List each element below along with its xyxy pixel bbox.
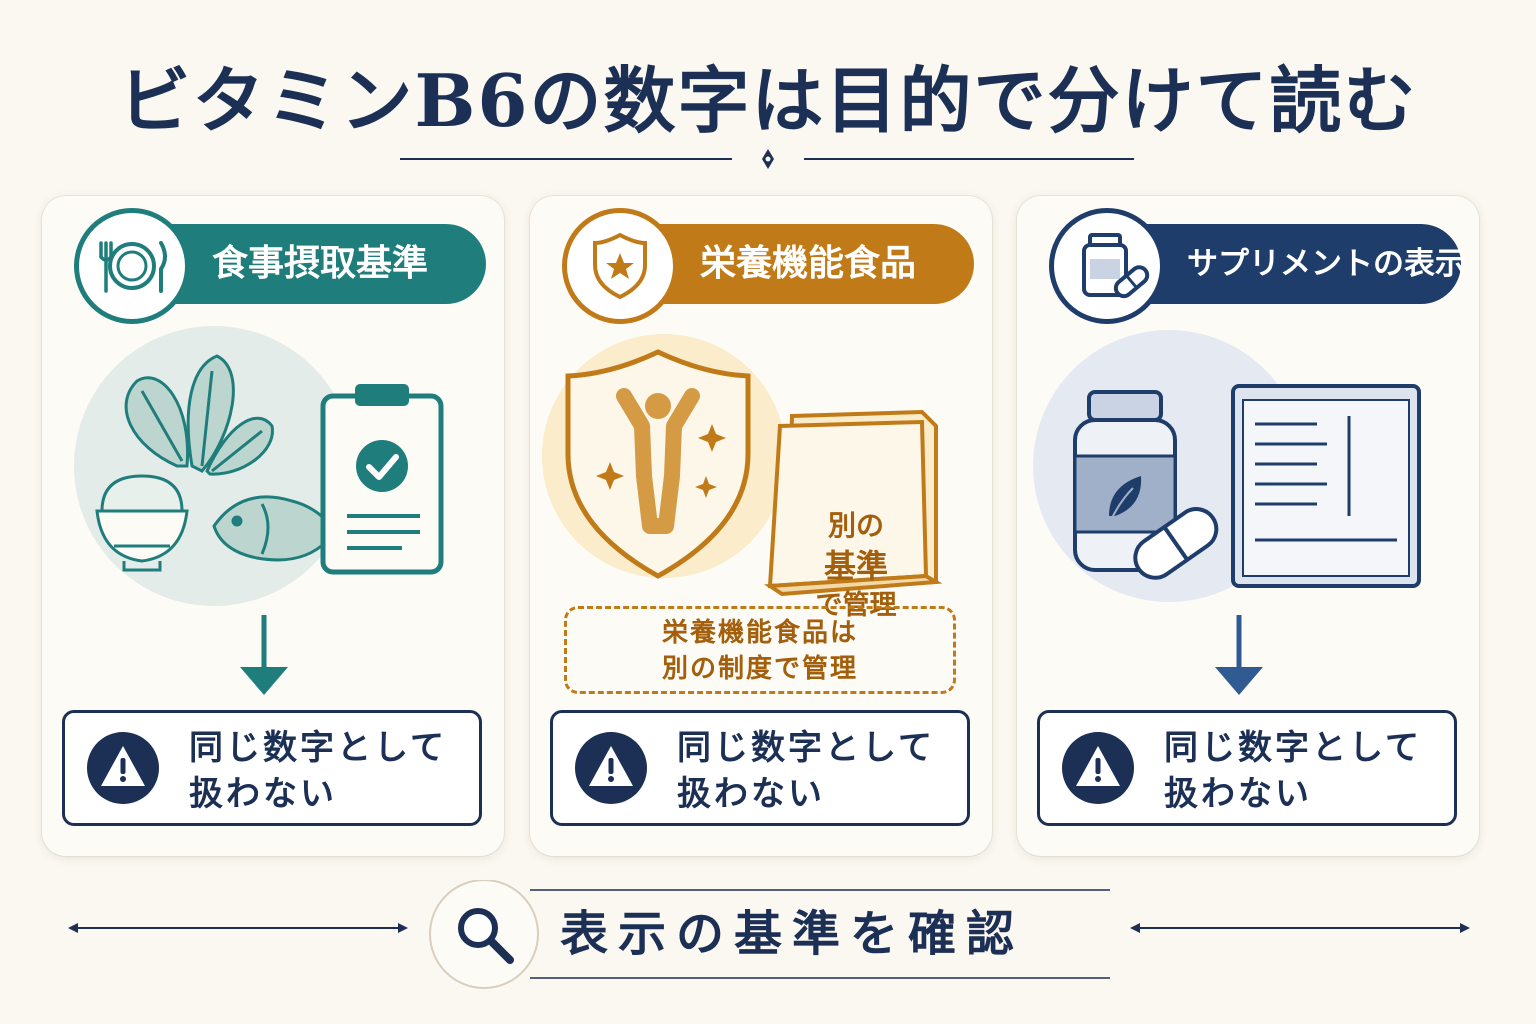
card-label: サプリメントの表示 [1123,224,1466,304]
supplement-illustration [1017,326,1479,616]
dietary-illustration [42,326,504,616]
warning-line-1: 同じ数字として [677,728,935,768]
arrow-down-icon [1215,615,1263,695]
label-panel-icon [1231,384,1421,588]
system-note: 栄養機能食品は 別の制度で管理 [564,606,956,694]
arrow-down-icon [240,615,288,695]
card-supplement-label: サプリメントの表示 [1017,196,1479,856]
card-label: 食事摂取基準 [148,224,486,304]
note-line-2: 別の制度で管理 [661,654,858,684]
book-line-2: 基準 [823,547,888,585]
book-line-3: で管理 [815,590,897,621]
magnifier-icon [458,908,514,964]
supplement-bottle-icon [1049,208,1165,324]
shield-star-icon [562,208,678,324]
warning-line-1: 同じ数字として [1164,728,1422,768]
warning-icon [1062,732,1134,804]
book-line-1: 別の [827,509,884,542]
warning-line-2: 扱わない [677,774,825,814]
warning-line-2: 扱わない [1164,774,1312,814]
footer-rule [68,880,1470,989]
warning-icon [87,732,159,804]
warning-box: 同じ数字として 扱わない [550,710,970,826]
warning-line-2: 扱わない [189,774,337,814]
warning-icon [575,732,647,804]
shield-person-icon [565,349,751,579]
spinach-icon [124,354,274,476]
book-icon [763,409,943,597]
supplement-bottle-icon [1073,390,1177,572]
clipboard-check-icon [320,384,444,575]
functional-food-illustration [530,326,992,616]
card-dietary-reference: 食事摂取基準 [42,196,504,856]
warning-box: 同じ数字として 扱わない [62,710,482,826]
warning-line-1: 同じ数字として [189,728,447,768]
note-line-1: 栄養機能食品は [661,618,858,648]
card-label: 栄養機能食品 [636,224,974,304]
page-title: ビタミンB6の数字は目的で分けて読む [118,58,1418,143]
card-functional-food: 栄養機能食品 別の 基準 で管理 [530,196,992,856]
rice-bowl-icon [95,474,189,572]
plate-fork-knife-icon [74,208,190,324]
footer-label: 表示の基準を確認 [560,906,1025,962]
warning-box: 同じ数字として 扱わない [1037,710,1457,826]
title-divider [400,149,1134,169]
capsule-icon [1133,507,1219,580]
book-label: 別の 基準 で管理 [786,506,926,626]
